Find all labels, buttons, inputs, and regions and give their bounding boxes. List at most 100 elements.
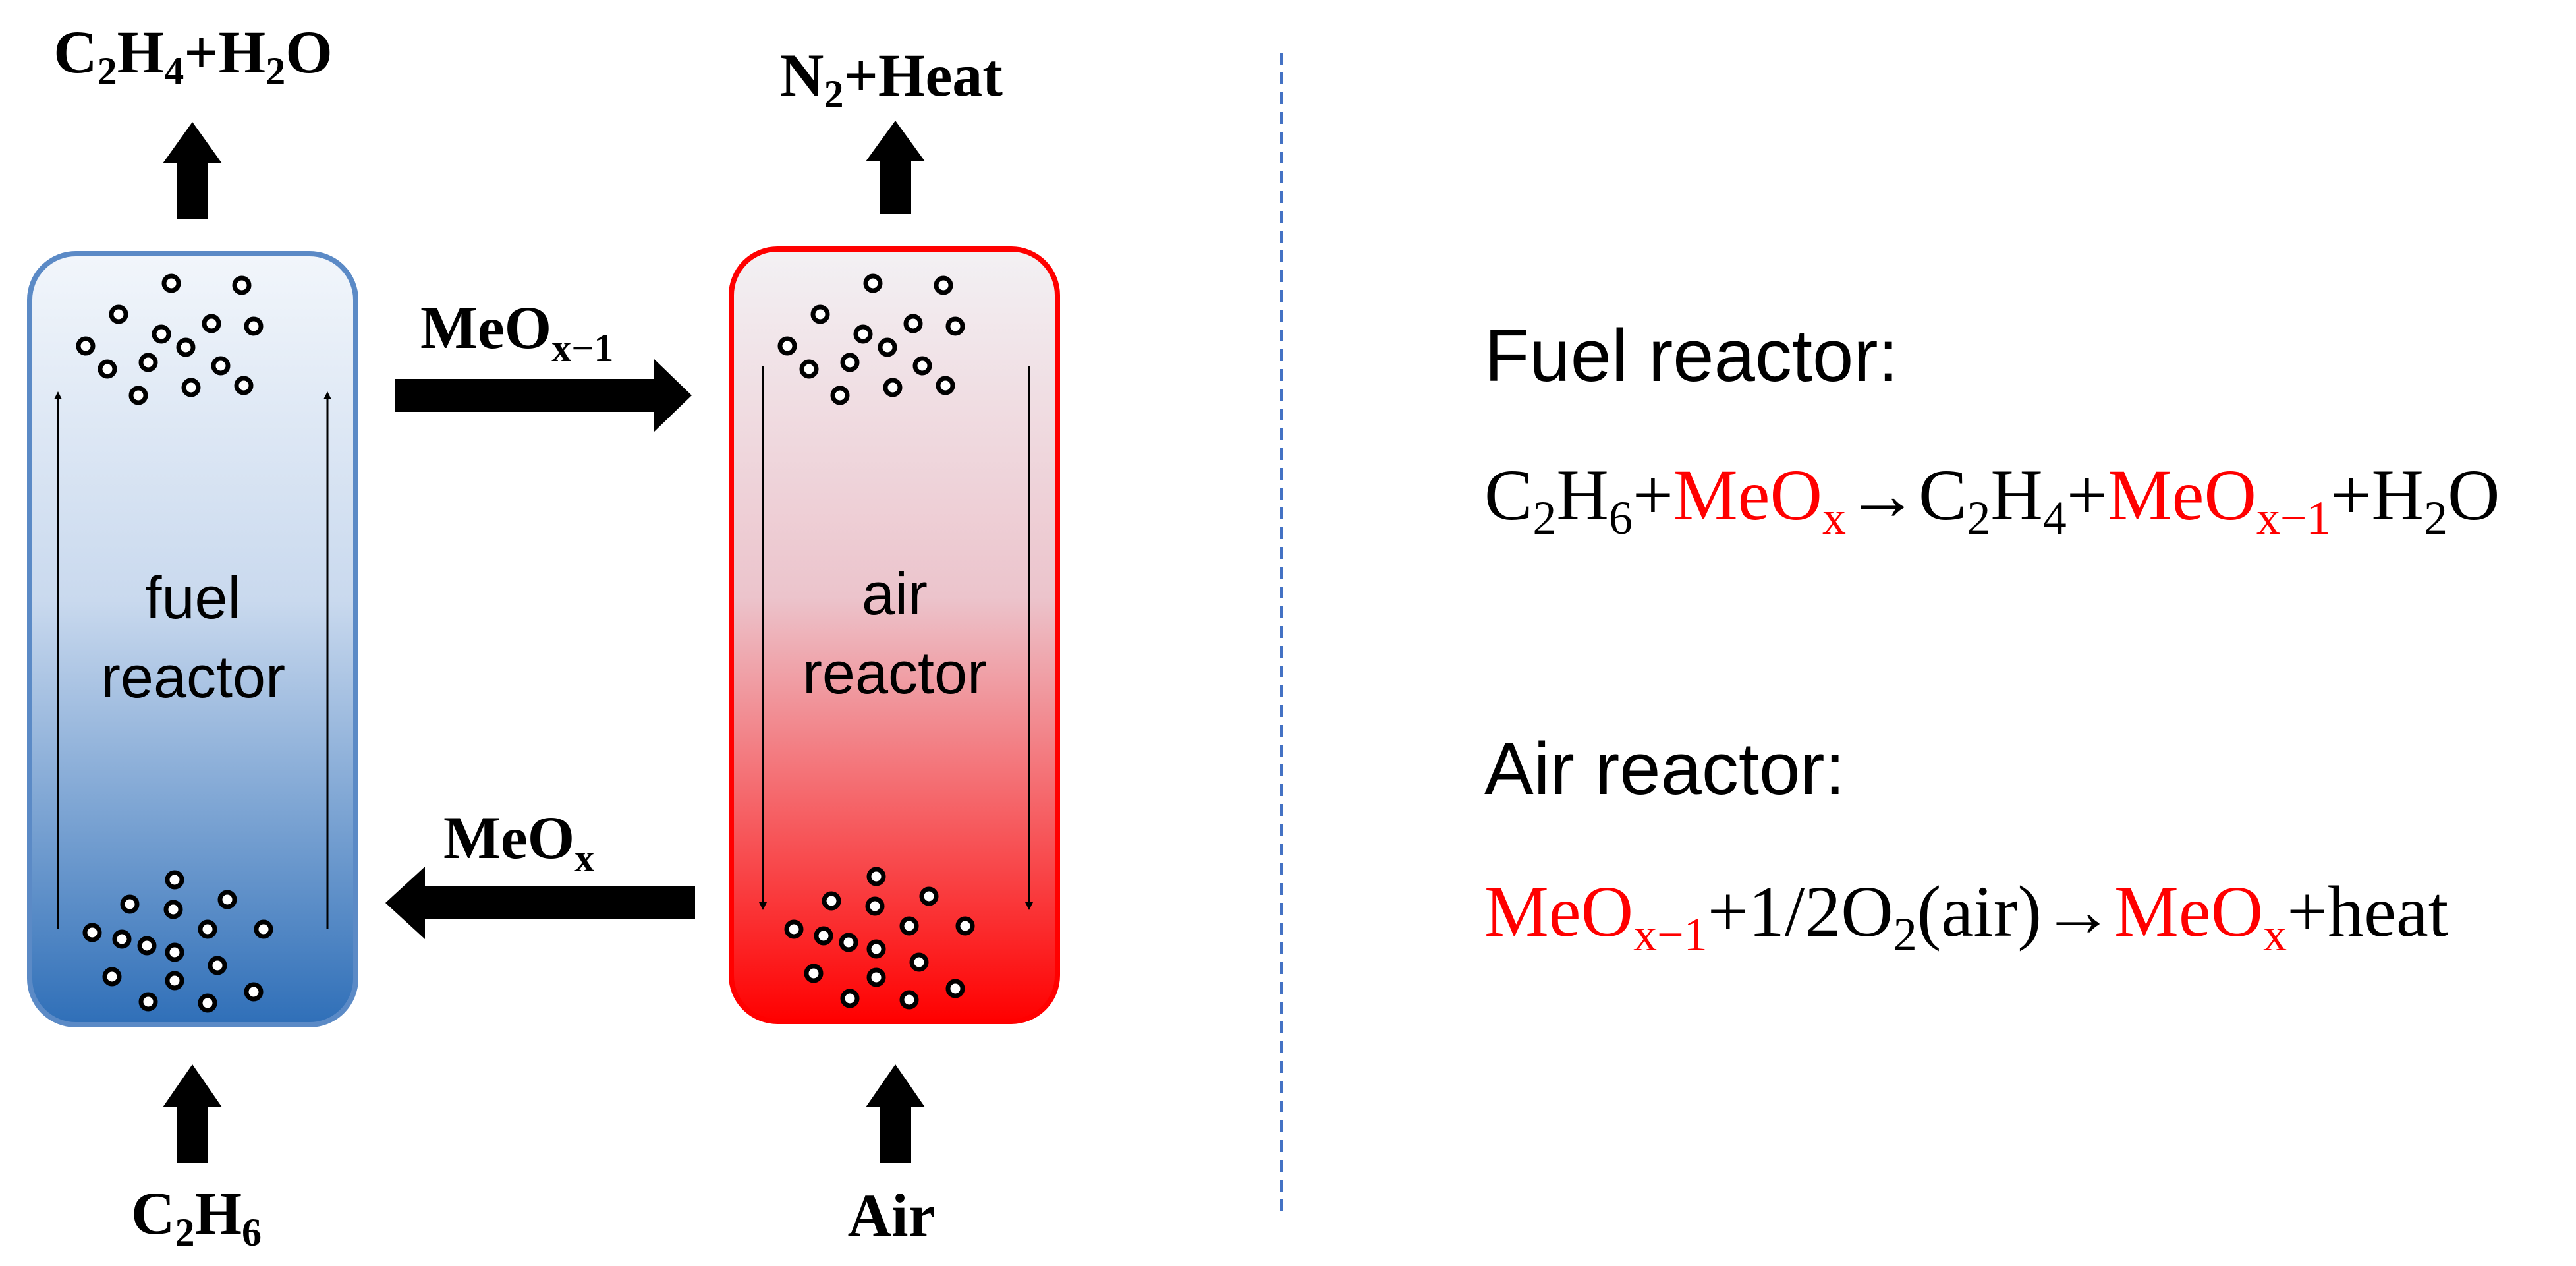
equation-term: (air)→ — [1917, 871, 2114, 952]
carrier-particle — [109, 304, 128, 324]
fuel-reactor-equation: C2H6+MeOx→C2H4+MeOx−1+H2O — [1484, 455, 2500, 544]
equation-term: MeO — [2114, 871, 2263, 952]
fuel-reactor: fuel reactor — [27, 251, 358, 1027]
carrier-particle — [899, 916, 919, 936]
equation-term: +1/2O — [1708, 871, 1893, 952]
carrier-particle — [830, 386, 850, 405]
carrier-particle — [244, 316, 264, 336]
fuel-particles-top — [76, 273, 264, 405]
air-particles-top — [777, 273, 965, 405]
carrier-particle — [176, 337, 196, 357]
carrier-particle — [165, 870, 184, 890]
equation-term: O — [2448, 455, 2500, 535]
carrier-particle — [919, 886, 939, 906]
carrier-particle — [234, 376, 254, 395]
fuel-reactor-label-line1: fuel — [145, 565, 240, 631]
carrier-particle — [138, 992, 158, 1012]
air-product-label: N2+Heat — [780, 42, 1003, 116]
air-reactor-vessel — [729, 246, 1060, 1024]
carrier-particle — [244, 982, 264, 1002]
carrier-particle — [181, 378, 201, 397]
transfer-to-air-arrow — [395, 359, 692, 432]
carrier-particle — [217, 890, 237, 909]
carrier-particle — [936, 376, 955, 395]
carrier-particle — [98, 359, 117, 379]
carrier-particle — [120, 894, 140, 914]
carrier-particle — [198, 993, 217, 1013]
equation-term: MeO — [1673, 455, 1822, 535]
carrier-particle — [822, 891, 841, 911]
equation-subscript: x — [2263, 908, 2287, 961]
carrier-particle — [899, 990, 919, 1010]
carrier-particle — [161, 273, 181, 293]
carrier-particle — [903, 314, 923, 333]
equation-term: + — [2067, 455, 2108, 535]
air-feed-label: Air — [848, 1182, 936, 1249]
carrier-particle — [232, 275, 252, 295]
carrier-particle — [198, 919, 217, 939]
equation-term: +heat — [2287, 871, 2448, 952]
fuel-feed-label: C2H6 — [131, 1180, 262, 1254]
carrier-particle — [866, 867, 886, 886]
carrier-particle — [912, 356, 932, 376]
carrier-particle — [934, 275, 953, 295]
air-feed-inlet: Air — [848, 1064, 936, 1249]
equation-term: H — [1556, 455, 1608, 535]
equation-subscript: 4 — [2043, 492, 2067, 544]
fuel-feed-inlet: C2H6 — [131, 1064, 262, 1254]
fuel-product-label: C2H4+H2O — [53, 18, 333, 93]
equation-subscript: 2 — [1893, 908, 1917, 961]
equation-term: →C — [1846, 455, 1967, 535]
fuel-feed-up-arrow — [163, 1064, 222, 1163]
equation-term: H — [1990, 455, 2042, 535]
carrier-particle — [865, 896, 885, 916]
air-reactor-equation: MeOx−1+1/2O2(air)→MeOx+heat — [1484, 871, 2448, 961]
equation-subscript: 2 — [1532, 492, 1556, 544]
carrier-particle — [840, 353, 860, 372]
carrier-particle — [955, 916, 975, 936]
carrier-particle — [878, 337, 897, 357]
carrier-particle — [853, 324, 873, 344]
reaction-equations: Fuel reactor: C2H6+MeOx→C2H4+MeOx−1+H2O … — [1484, 314, 2500, 961]
fuel-reactor-label-line2: reactor — [101, 645, 285, 710]
carrier-particle — [163, 900, 183, 919]
carrier-particle — [814, 926, 833, 946]
air-particles-bottom — [784, 867, 975, 1010]
transfer-to-fuel-label: MeOx — [443, 804, 594, 880]
air-reactor-label-line2: reactor — [802, 641, 987, 706]
carrier-particle — [138, 353, 158, 372]
air-feed-up-arrow — [866, 1064, 925, 1163]
carrier-particle — [777, 336, 797, 356]
carrier-particle — [76, 336, 96, 356]
equation-term: +H — [2331, 455, 2424, 535]
equation-subscript: x — [1822, 492, 1846, 544]
equation-subscript: 6 — [1609, 492, 1633, 544]
air-product-outlet: N2+Heat — [780, 42, 1003, 214]
carrier-particle — [112, 929, 132, 949]
equation-subscript: 2 — [2424, 492, 2448, 544]
fuel-reactor-heading: Fuel reactor: — [1484, 314, 1899, 397]
carrier-particle — [208, 956, 227, 975]
carrier-particle — [840, 989, 860, 1008]
carrier-particle — [137, 936, 157, 956]
equation-term: MeO — [2108, 455, 2256, 535]
equation-term: C — [1484, 455, 1532, 535]
equation-term: + — [1633, 455, 1673, 535]
equation-subscript: x−1 — [2256, 492, 2331, 544]
carrier-particle — [909, 952, 929, 972]
carrier-particle — [810, 304, 830, 324]
carrier-particle — [945, 979, 965, 998]
carrier-particle — [799, 359, 819, 379]
fuel-product-up-arrow — [163, 122, 222, 219]
carrier-particle — [863, 273, 883, 293]
carrier-particle — [839, 933, 858, 952]
carrier-particle — [202, 314, 221, 333]
transfer-to-fuel-arrow — [385, 867, 695, 939]
equation-subscript: 2 — [1967, 492, 1990, 544]
fuel-product-outlet: C2H4+H2O — [53, 18, 333, 219]
air-reactor-heading: Air reactor: — [1484, 728, 1845, 810]
air-reactor-label-line1: air — [862, 561, 928, 627]
carrier-particle — [254, 919, 273, 939]
carrier-particle — [866, 967, 886, 987]
